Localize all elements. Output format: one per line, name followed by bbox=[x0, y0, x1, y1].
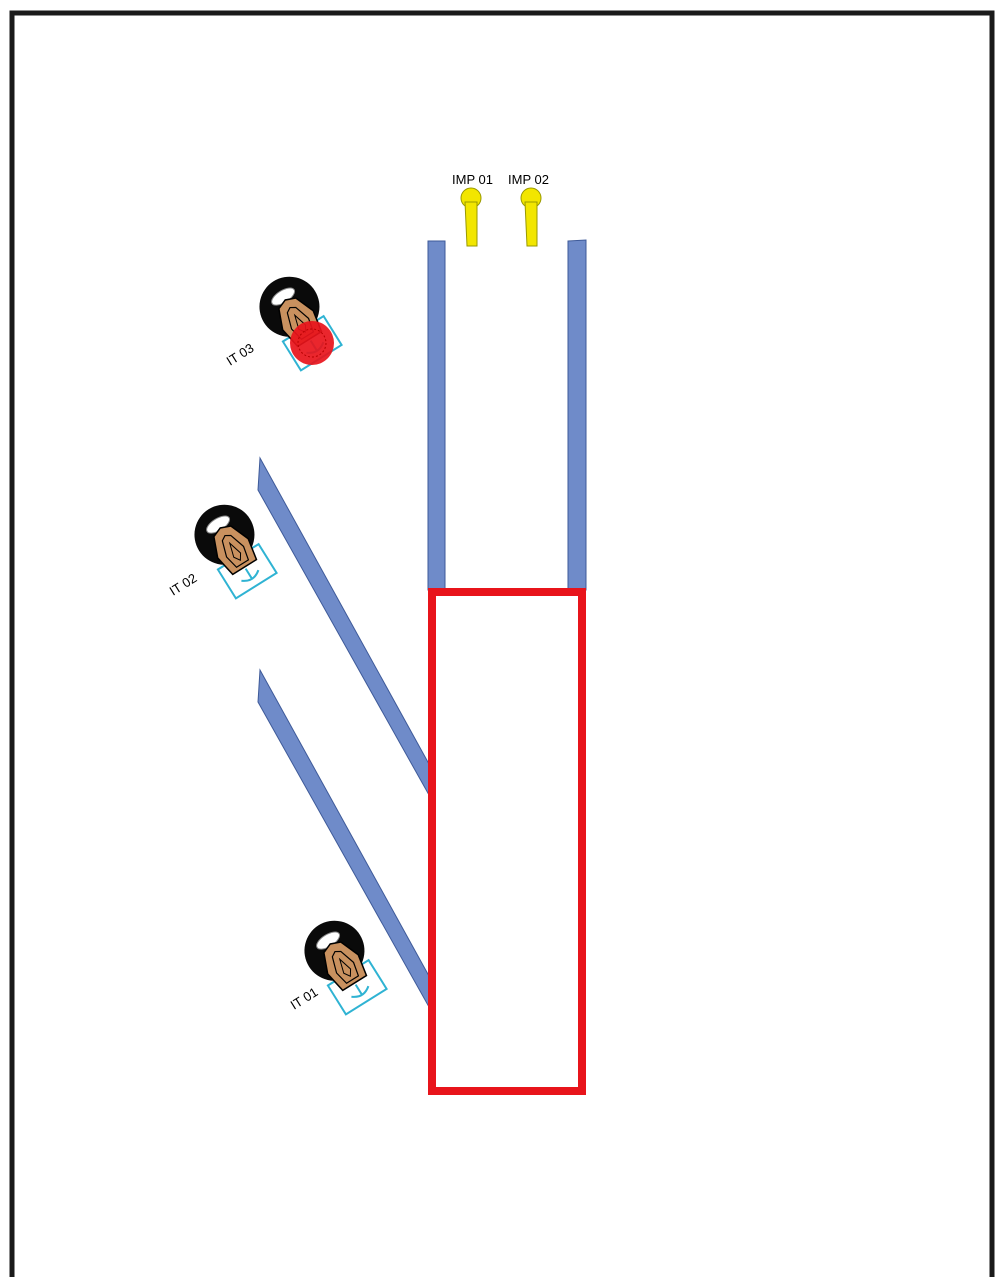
person-target-icon bbox=[182, 492, 283, 603]
red-zone bbox=[428, 588, 586, 1095]
target-label: IT 01 bbox=[288, 984, 321, 1012]
hit-marker-icon bbox=[290, 321, 334, 365]
hit-marker-ring bbox=[297, 328, 327, 358]
target-it-01: IT 01 bbox=[288, 908, 393, 1019]
target-label: IT 02 bbox=[167, 570, 200, 598]
right-vertical-barrier bbox=[567, 239, 587, 591]
target-label: IT 03 bbox=[224, 340, 257, 368]
impactor-icon bbox=[520, 187, 542, 247]
impactor-icon bbox=[460, 187, 482, 247]
page-frame bbox=[9, 10, 995, 1277]
left-vertical-barrier bbox=[427, 240, 446, 591]
impactor-label: IMP 01 bbox=[452, 172, 493, 187]
impactor-label: IMP 02 bbox=[508, 172, 549, 187]
impactor-imp-01: IMP 01 bbox=[452, 172, 493, 247]
target-it-02: IT 02 bbox=[167, 492, 283, 603]
target-it-03: IT 03 bbox=[224, 264, 348, 375]
impactor-imp-02: IMP 02 bbox=[508, 172, 549, 247]
